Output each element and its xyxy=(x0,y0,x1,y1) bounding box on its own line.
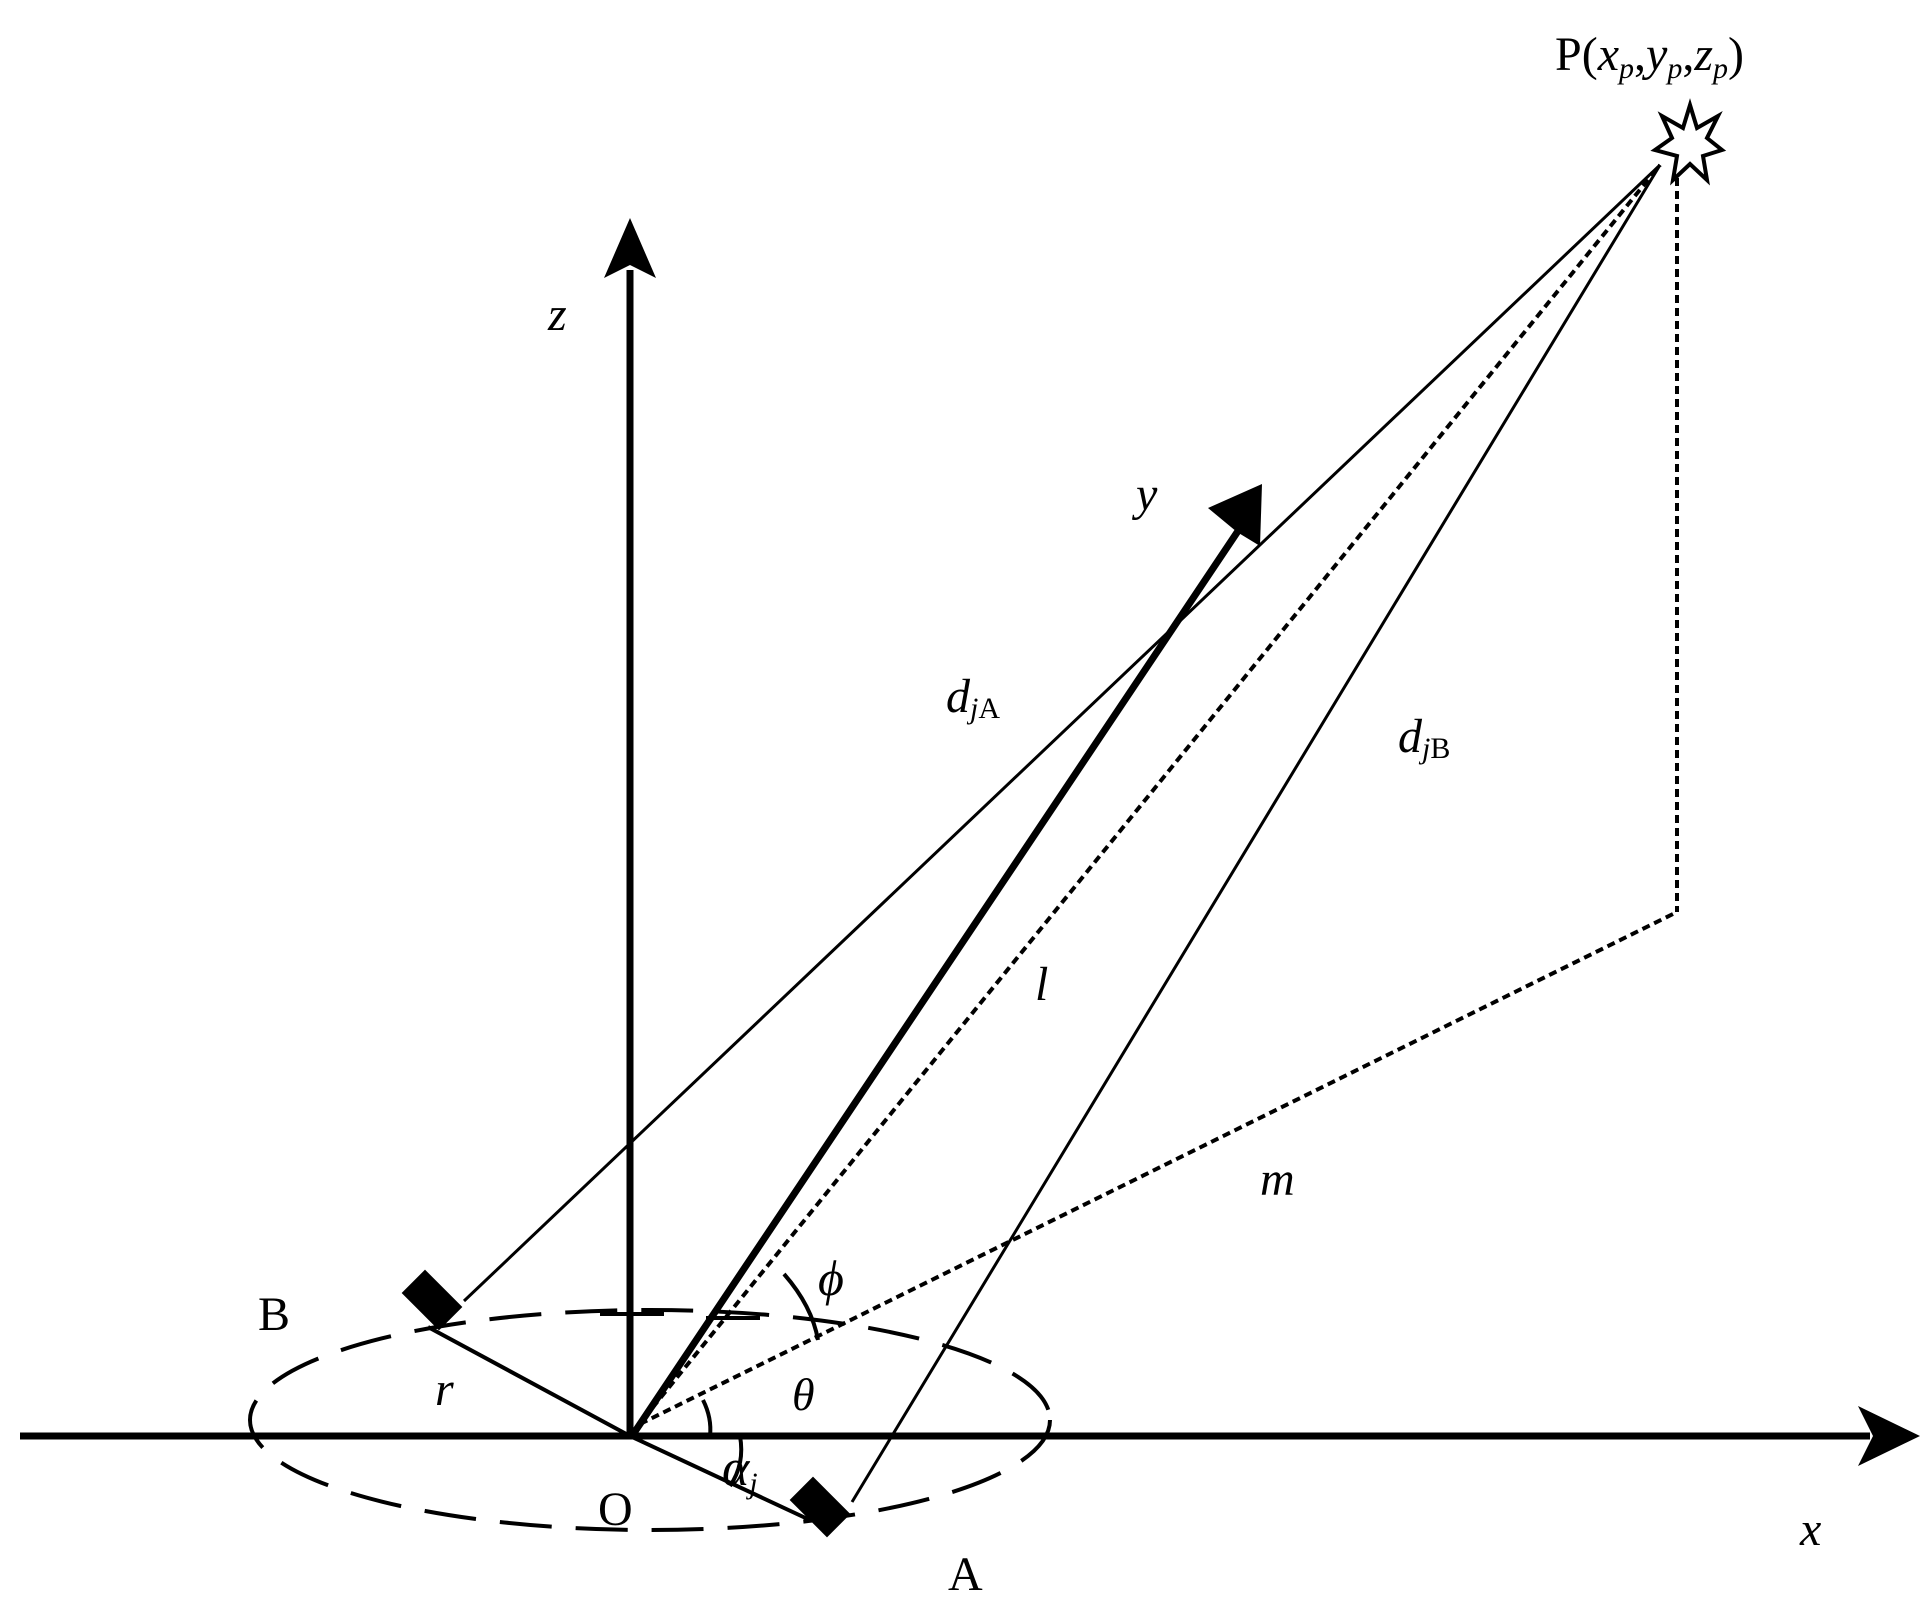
point-a-label: A xyxy=(948,1548,983,1601)
line-djB xyxy=(850,164,1662,1503)
length-l-label: l xyxy=(1035,958,1048,1011)
segment-ob xyxy=(427,1325,631,1438)
y-axis-label: y xyxy=(1131,468,1158,521)
x-axis-label: x xyxy=(1799,1503,1821,1556)
z-axis-arrow xyxy=(604,218,656,278)
sensor-b-square xyxy=(401,1269,463,1331)
radius-circle xyxy=(248,1308,1052,1532)
line-djA xyxy=(462,163,1662,1303)
angle-theta-label: θ xyxy=(792,1369,815,1420)
point-p-label: P(xp,yp,zp) xyxy=(1555,28,1744,85)
y-axis-line xyxy=(629,526,1243,1438)
angle-alpha-label: αj xyxy=(722,1440,758,1500)
angle-phi-label: ϕ xyxy=(818,1250,844,1306)
length-m-label: m xyxy=(1260,1153,1295,1206)
point-p-star-icon xyxy=(1650,98,1727,186)
dist-jb-label: djB xyxy=(1398,710,1450,765)
line-m xyxy=(639,910,1678,1426)
origin-label: O xyxy=(598,1483,633,1536)
x-axis-arrow xyxy=(1858,1406,1920,1466)
radius-label: r xyxy=(435,1363,454,1416)
arc-theta xyxy=(701,1399,713,1437)
z-axis-label: z xyxy=(547,288,567,341)
line-l xyxy=(634,163,1662,1430)
segment-oa xyxy=(629,1434,813,1523)
arc-alpha xyxy=(728,1435,744,1488)
arc-phi xyxy=(782,1272,820,1341)
sensor-a-square xyxy=(789,1476,851,1538)
point-b-label: B xyxy=(258,1288,290,1341)
y-axis-arrow xyxy=(1208,484,1262,546)
dist-ja-label: djA xyxy=(946,670,1000,725)
